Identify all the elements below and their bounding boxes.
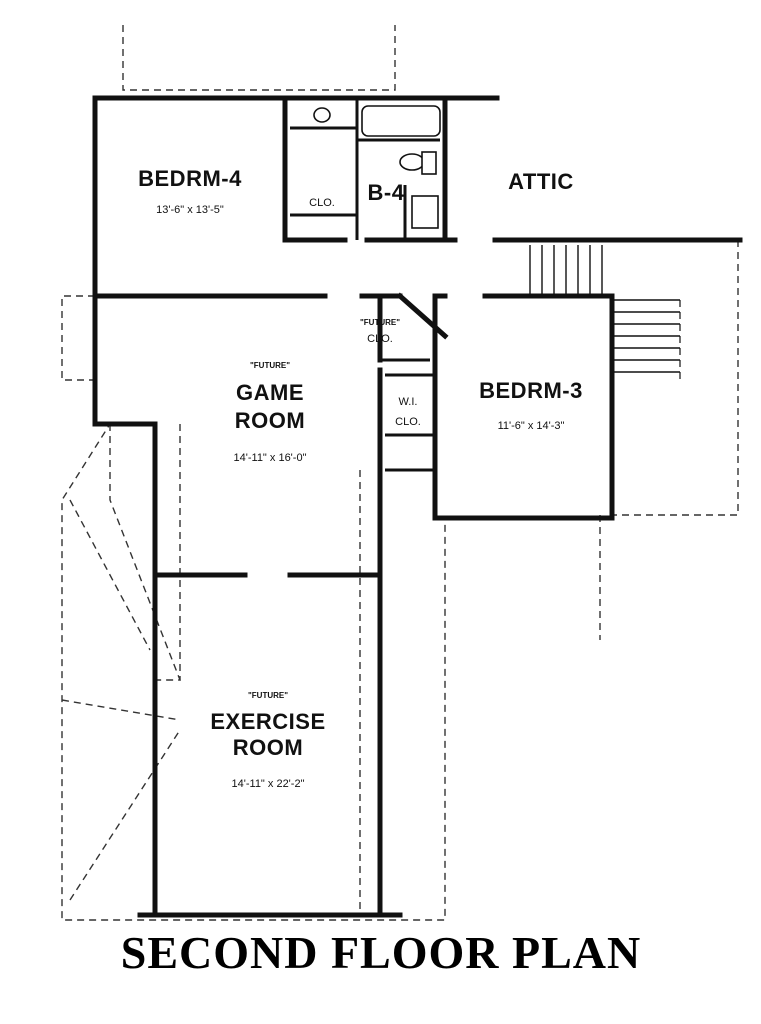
bath4-closet-name: CLO.	[309, 197, 335, 209]
bath4-name: B-4	[368, 180, 405, 205]
exercise-room-name-2: ROOM	[233, 735, 303, 760]
walls	[92, 95, 743, 918]
bedrm4-name: BEDRM-4	[138, 166, 242, 191]
exercise-room-dims: 14'-11" x 22'-2"	[232, 778, 305, 790]
game-room-tag: "FUTURE"	[250, 361, 290, 370]
future-closet-name: CLO.	[367, 333, 393, 345]
bedrm4-dims: 13'-6" x 13'-5"	[156, 204, 224, 216]
walkin-closet-name-1: W.I.	[399, 396, 418, 408]
toilet-icon	[399, 153, 425, 171]
bedrm3-dims: 11'-6" x 14'-3"	[498, 420, 565, 432]
exercise-room-name-1: EXERCISE	[210, 709, 325, 734]
sink-icon	[313, 107, 331, 123]
exercise-room-tag: "FUTURE"	[248, 691, 288, 700]
tub-icon	[361, 105, 441, 137]
attic-name: ATTIC	[508, 169, 574, 194]
game-room-name-1: GAME	[236, 380, 304, 405]
plan-title: SECOND FLOOR PLAN	[121, 927, 641, 978]
future-closet-tag: "FUTURE"	[360, 318, 400, 327]
game-room-dims: 14'-11" x 16'-0"	[234, 452, 307, 464]
walkin-closet-name-2: CLO.	[395, 416, 421, 428]
bedrm3-name: BEDRM-3	[479, 378, 583, 403]
game-room-name-2: ROOM	[235, 408, 305, 433]
bath-fixtures	[313, 105, 441, 229]
room-labels: BEDRM-4 13'-6" x 13'-5" CLO. B-4 ATTIC "…	[138, 166, 583, 790]
stairs	[529, 245, 680, 373]
